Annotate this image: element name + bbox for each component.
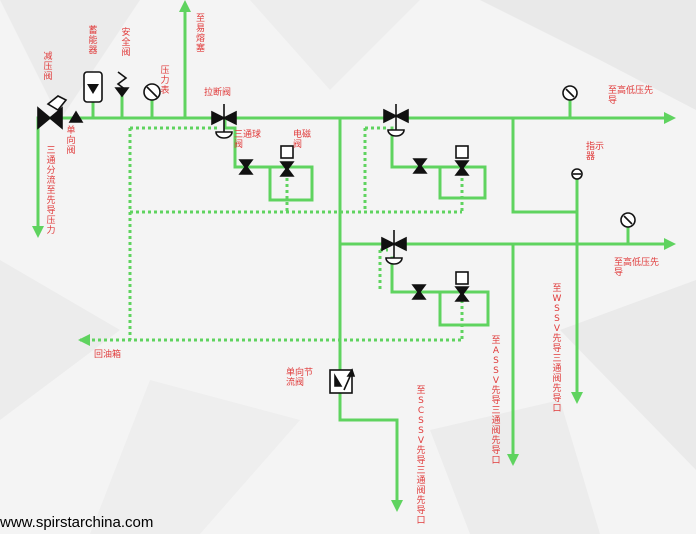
label-to-hp-lp-pilot-top: 至高低压先导 bbox=[608, 86, 654, 106]
label-check-throttle-valve: 单向节流阀 bbox=[286, 368, 314, 388]
label-to-assv: 至ASSV先导三通阀先导口 bbox=[491, 336, 501, 466]
three-way-ball-valve-icon bbox=[238, 159, 254, 175]
label-trip-valve: 拉断阀 bbox=[204, 88, 232, 98]
watermark: www.spirstarchina.com bbox=[0, 514, 154, 531]
label-three-way-ball-valve: 三通球阀 bbox=[234, 130, 262, 150]
solenoid-valve-3-icon bbox=[454, 271, 470, 302]
label-to-hp-lp-pilot-mid: 至高低压先导 bbox=[614, 258, 660, 278]
label-three-way-supply: 三通分流至先导压力 bbox=[46, 146, 56, 236]
pressure-gauge-icon bbox=[143, 83, 161, 101]
solenoid-valve-icon bbox=[279, 145, 295, 177]
label-pressure-reducing-valve: 减压阀 bbox=[43, 52, 53, 82]
label-return-tank: 回油箱 bbox=[94, 350, 122, 360]
solenoid-valve-2-icon bbox=[454, 145, 470, 176]
three-way-ball-valve-3-icon bbox=[411, 284, 427, 300]
three-way-ball-valve-2-icon bbox=[412, 158, 428, 174]
indicator-icon bbox=[571, 168, 583, 180]
label-to-scssv: 至SCSSV先导三通阀先导口 bbox=[416, 386, 426, 526]
label-check-valve: 单向阀 bbox=[66, 126, 76, 156]
label-to-wssv: 至WSSV先导三通阀先导口 bbox=[552, 284, 562, 414]
check-throttle-valve-icon bbox=[329, 368, 356, 394]
check-valve-icon bbox=[68, 110, 84, 123]
trip-valve-icon bbox=[211, 104, 237, 139]
trip-valve-2-icon bbox=[383, 104, 409, 137]
pressure-gauge-3-icon bbox=[620, 212, 636, 228]
label-pressure-gauge: 压力表 bbox=[160, 66, 170, 96]
pressure-reducing-valve-icon bbox=[37, 95, 68, 130]
label-accumulator: 蓄能器 bbox=[88, 26, 98, 56]
pressure-gauge-2-icon bbox=[562, 85, 578, 101]
label-safety-valve: 安全阀 bbox=[121, 28, 131, 58]
label-indicator: 指示器 bbox=[586, 142, 605, 162]
safety-valve-icon bbox=[114, 71, 130, 98]
trip-valve-3-icon bbox=[381, 230, 407, 265]
label-to-trip-plug: 至易熔塞 bbox=[196, 14, 206, 54]
accumulator-icon bbox=[83, 71, 103, 103]
label-solenoid-valve: 电磁阀 bbox=[293, 130, 312, 150]
